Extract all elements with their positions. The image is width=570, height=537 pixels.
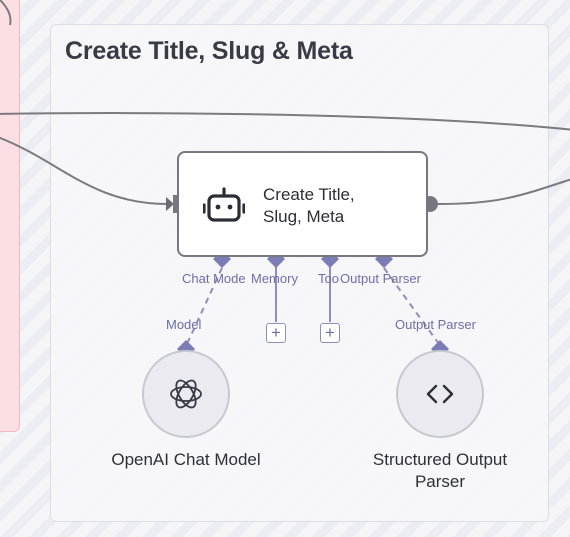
structured-output-parser-node[interactable] bbox=[396, 350, 484, 438]
connector-label-output-parser: Output Parser bbox=[395, 317, 476, 332]
robot-icon bbox=[203, 187, 245, 222]
connector-label-model: Model bbox=[166, 317, 202, 332]
input-arrow bbox=[166, 197, 174, 211]
add-memory-button[interactable]: + bbox=[266, 323, 286, 343]
connection-wire-output[interactable] bbox=[437, 178, 570, 205]
port-label-tool: Too bbox=[318, 271, 339, 286]
openai-chat-model-label: OpenAI Chat Model bbox=[111, 450, 261, 469]
connection-wire-passing[interactable] bbox=[0, 112, 570, 131]
openai-chat-model-node[interactable] bbox=[142, 350, 230, 438]
add-tool-button[interactable]: + bbox=[320, 323, 340, 343]
connection-wire-curve-left bbox=[0, 0, 12, 26]
openai-icon bbox=[170, 379, 202, 409]
agent-node-title: Create Title, Slug, Meta bbox=[263, 185, 355, 226]
group-title: Create Title, Slug & Meta bbox=[65, 37, 353, 65]
port-label-output-parser: Output Parser bbox=[340, 271, 421, 286]
structured-output-parser-label: Structured Output Parser bbox=[372, 450, 508, 491]
port-label-memory: Memory bbox=[251, 271, 298, 286]
port-label-chat-model: Chat Mode bbox=[182, 271, 246, 286]
adjacent-group-region bbox=[0, 0, 20, 432]
code-brackets-icon bbox=[426, 384, 454, 404]
agent-node[interactable]: Create Title, Slug, Meta bbox=[177, 151, 428, 257]
group-sticky-note[interactable]: Create Title, Slug & Meta bbox=[50, 24, 549, 522]
connection-wire-input[interactable] bbox=[0, 136, 169, 205]
chat-model-connection bbox=[186, 267, 223, 345]
parser-connection bbox=[383, 267, 440, 345]
